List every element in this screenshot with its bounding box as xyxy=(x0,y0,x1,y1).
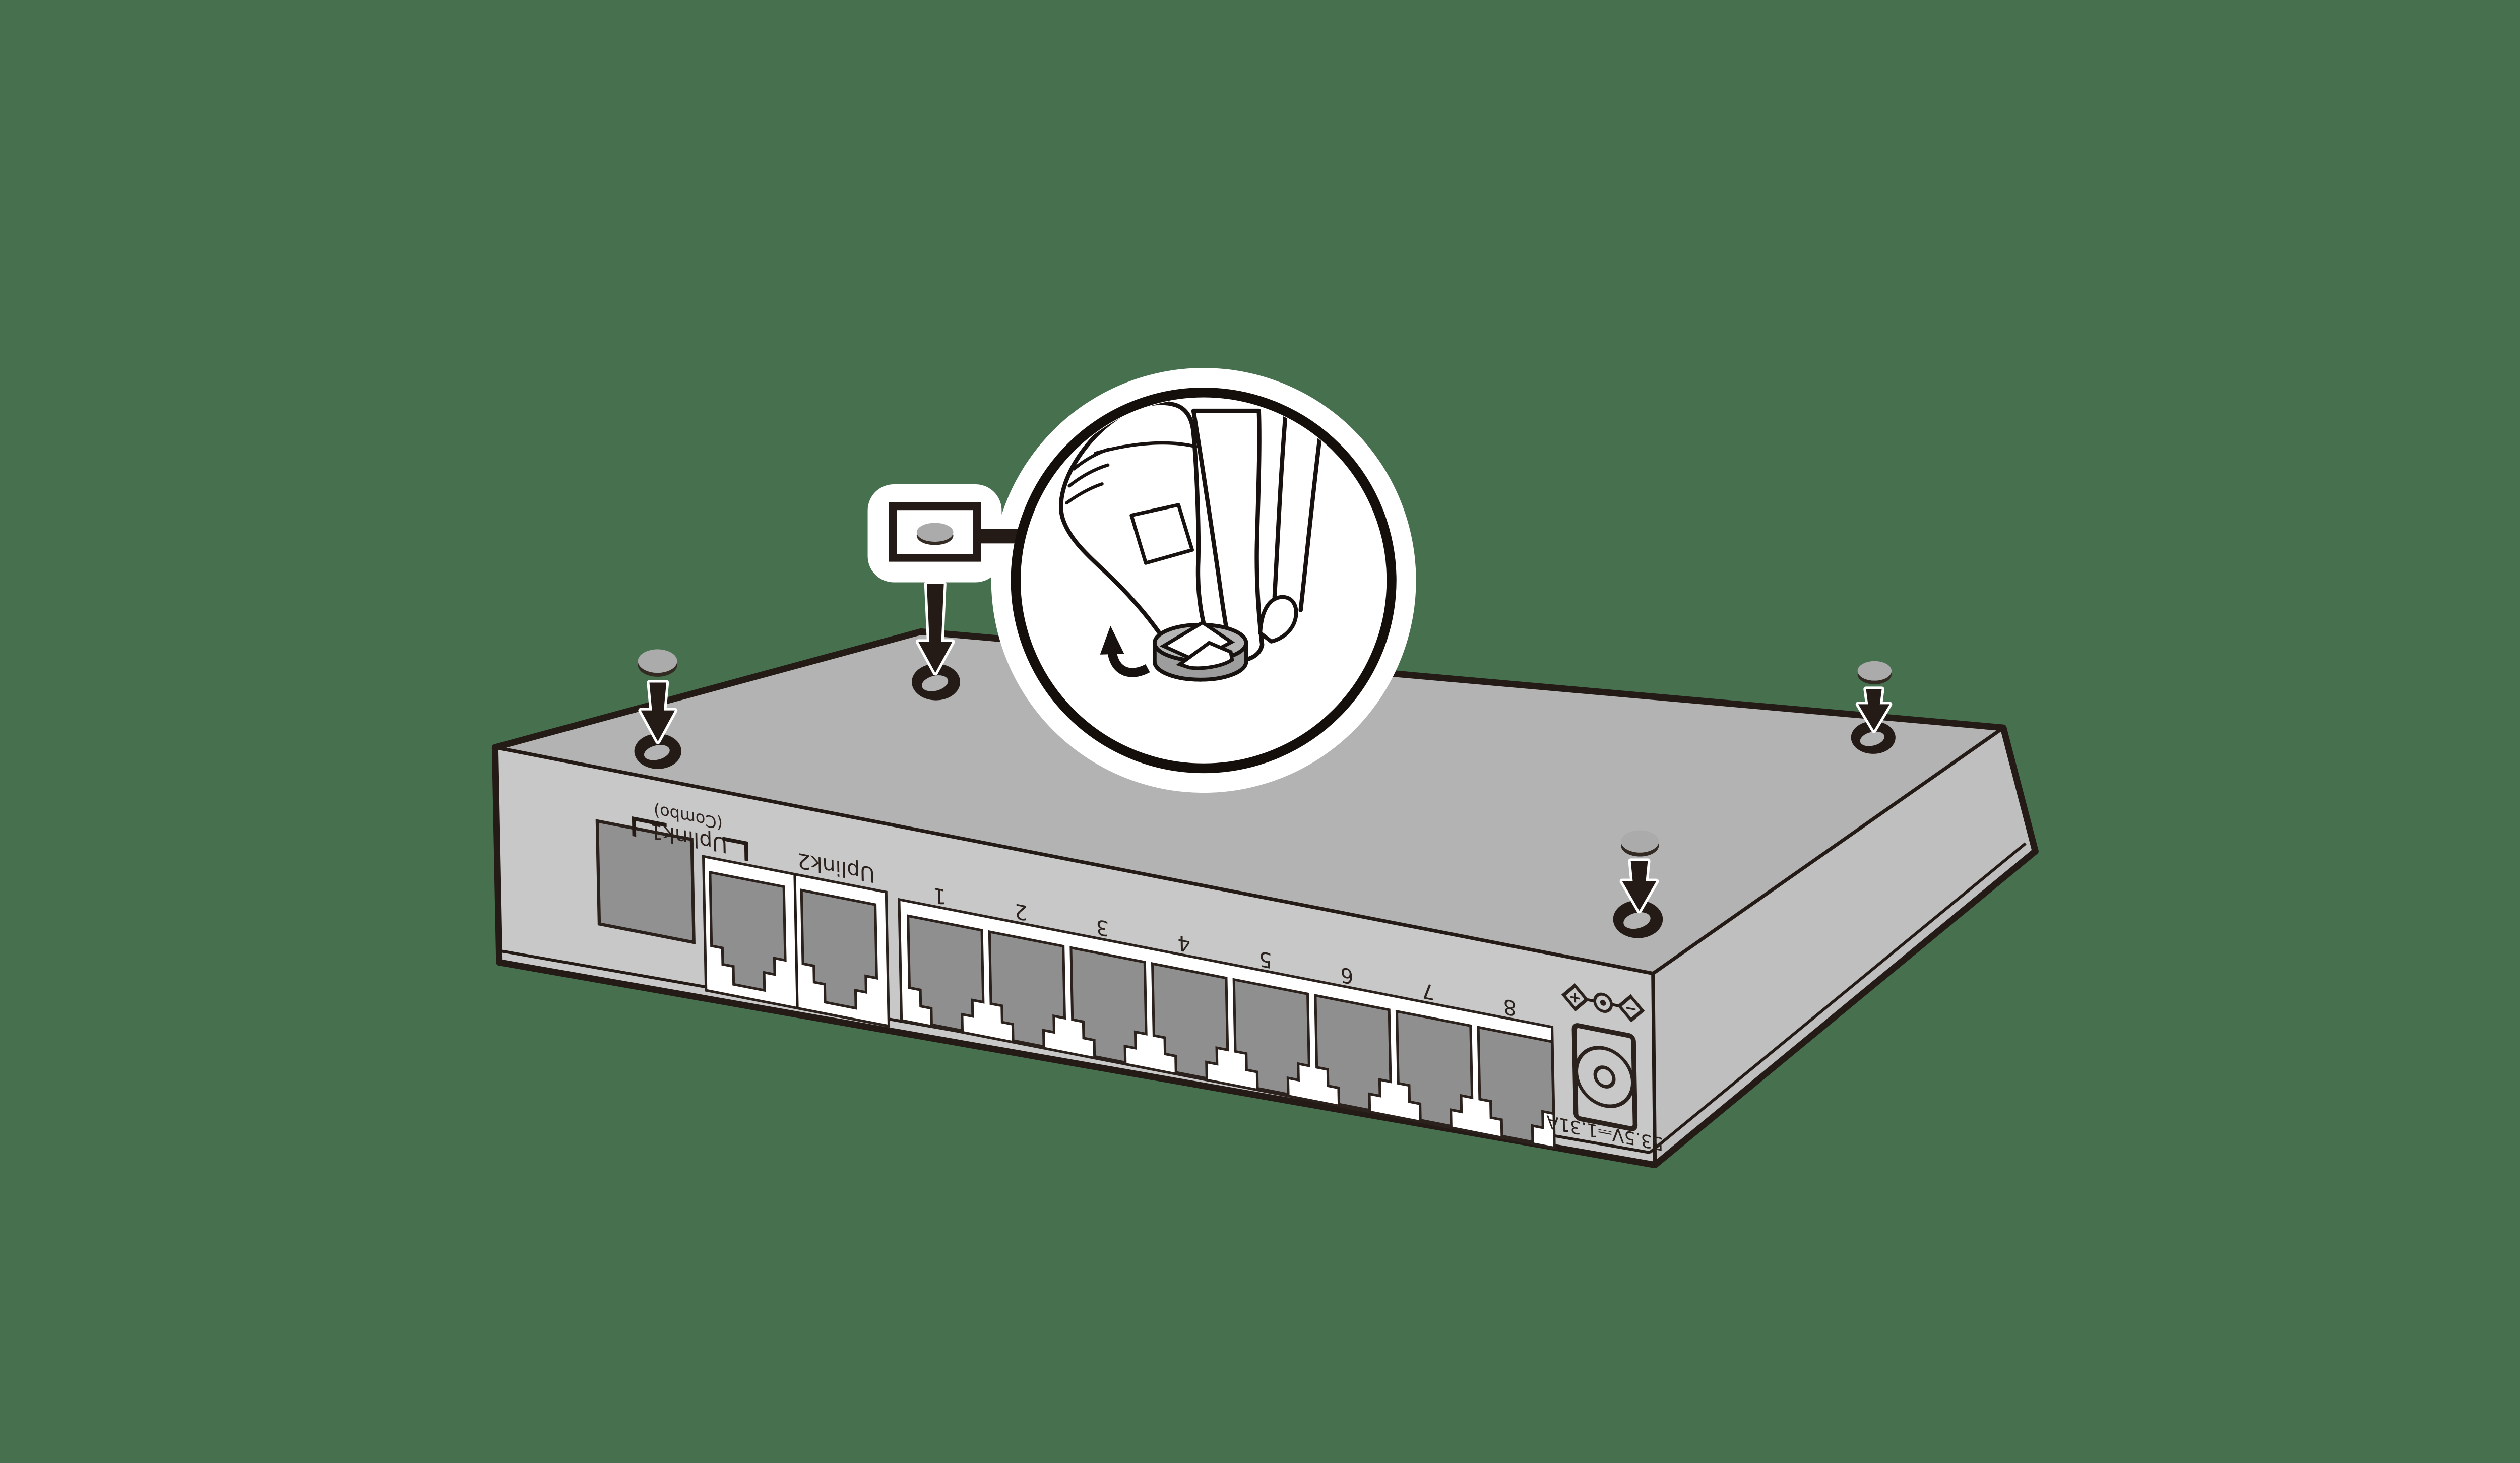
combo-bracket-left xyxy=(632,816,667,837)
peel-arrow-head xyxy=(1100,625,1124,655)
thumb-crease-line xyxy=(1065,482,1104,505)
foot-hole xyxy=(912,663,961,701)
foot-hole xyxy=(1851,721,1896,754)
port-number-label: 1 xyxy=(933,882,947,910)
front-side-edge xyxy=(1651,973,1657,1165)
foot-backing-sliver xyxy=(1159,620,1235,663)
down-arrow-icon xyxy=(915,581,955,676)
power-jack xyxy=(1571,1023,1638,1131)
middle-fingertip xyxy=(1258,595,1298,644)
index-finger xyxy=(1191,408,1265,663)
thumb-crease-line xyxy=(1067,463,1110,488)
rj45-jack-8 xyxy=(1477,1026,1555,1144)
device-side-face xyxy=(1653,728,2036,1165)
power-jack-barrel xyxy=(1574,1046,1635,1108)
rubber-foot xyxy=(1152,620,1248,682)
port-number-label: 2 xyxy=(1014,899,1028,926)
peel-arrow-curve xyxy=(1107,648,1150,677)
foot-disc xyxy=(1857,661,1892,684)
down-arrow-icon xyxy=(1619,858,1659,914)
down-arrow-icon xyxy=(1855,686,1893,733)
foot-hole xyxy=(1613,900,1663,938)
callout-foot-disc xyxy=(916,523,954,545)
top-side-edge xyxy=(1652,726,2004,975)
rj45-jack-5 xyxy=(1232,978,1310,1096)
power-jack-pin xyxy=(1593,1065,1616,1089)
device-outline xyxy=(491,628,2039,1169)
foot-disc xyxy=(638,649,677,677)
peel-arrow-icon xyxy=(1100,625,1150,677)
minus-diamond-icon xyxy=(1617,994,1645,1023)
plus-diamond-icon xyxy=(1561,983,1589,1011)
top-front-edge xyxy=(494,745,1654,976)
rj45-jack-uplink2 xyxy=(800,888,878,1010)
thumb-crease-line xyxy=(1094,441,1198,455)
rj45-jack-3 xyxy=(1069,946,1148,1064)
rj45-jack-6 xyxy=(1314,994,1392,1112)
rj45-jack-7 xyxy=(1395,1009,1474,1128)
combo-bracket-right xyxy=(722,837,749,862)
dc-polarity-icon: + − xyxy=(1561,983,1645,1023)
foot-hole xyxy=(634,733,681,769)
uplink-bezel-divider xyxy=(793,874,799,1009)
rj45-jacks-1-8 xyxy=(907,914,1555,1144)
side-lip-line xyxy=(1649,842,2027,1154)
power-jack-frame xyxy=(1571,1023,1638,1131)
rubber-feet xyxy=(638,649,1892,857)
port-number-label: 3 xyxy=(1096,914,1109,941)
callout-connector xyxy=(976,529,1022,544)
rj45-jack-4 xyxy=(1151,962,1229,1080)
hand-illustration xyxy=(1058,401,1322,667)
down-arrow-icon xyxy=(638,680,678,744)
foot-disc xyxy=(1621,830,1659,857)
port-number-label: 7 xyxy=(1422,978,1435,1005)
polarity-plus-label: + xyxy=(1569,988,1582,1008)
sfp-port xyxy=(595,819,696,944)
foot-holes xyxy=(634,663,1896,938)
port-number-label: 4 xyxy=(1177,930,1191,958)
rj45-jack-2 xyxy=(988,930,1066,1048)
thumb-nail xyxy=(1129,503,1194,565)
polarity-minus-label: − xyxy=(1624,999,1637,1019)
port-number-label: 8 xyxy=(1503,994,1517,1021)
center-positive-dot xyxy=(1600,999,1606,1006)
port-number-label: 6 xyxy=(1340,962,1354,989)
fingertip-on-foot xyxy=(1176,641,1234,670)
inset-content xyxy=(1058,401,1322,682)
front-panel: (Combo) Uplink1 Uplink2 xyxy=(595,801,1664,1154)
insert-arrows xyxy=(638,581,1893,914)
port-number-label: 5 xyxy=(1258,946,1272,973)
finger-line xyxy=(1298,431,1322,612)
rj45-jack-uplink1 xyxy=(709,870,787,992)
finger-line xyxy=(1272,402,1289,599)
port-number-labels: 1 2 3 4 5 6 7 8 xyxy=(933,882,1517,1021)
rj45-jack-1 xyxy=(907,914,985,1033)
